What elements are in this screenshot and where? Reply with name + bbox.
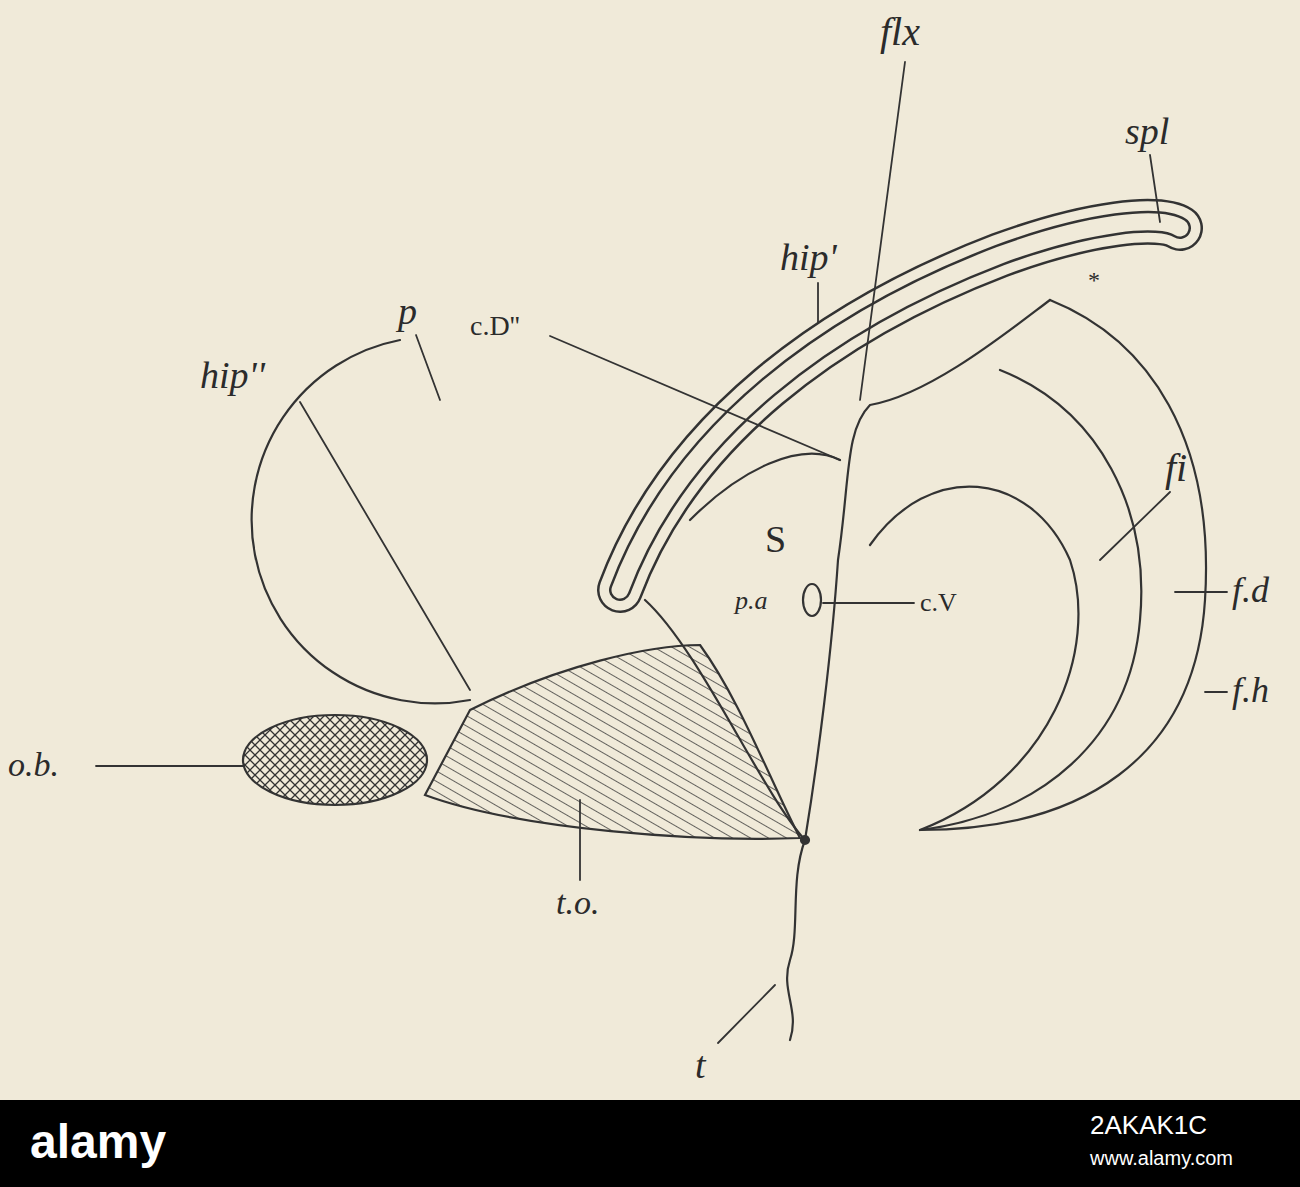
septum-label: S bbox=[765, 520, 786, 558]
bulb-label: o.b. bbox=[8, 748, 59, 782]
fimbria-label: fi bbox=[1165, 448, 1187, 488]
fascia-outline bbox=[920, 300, 1206, 830]
commissure-label: c.V bbox=[920, 590, 957, 616]
watermark: 2AKAK1C bbox=[1090, 1112, 1207, 1138]
terminalis-label: t bbox=[695, 1046, 706, 1084]
arch-band bbox=[620, 222, 1180, 590]
arch-band bbox=[620, 222, 1180, 590]
commissure-label: c.D'' bbox=[470, 312, 520, 340]
watermark: www.alamy.com bbox=[1090, 1148, 1233, 1168]
hippocampus-label: hip' bbox=[780, 238, 837, 276]
watermark-bar bbox=[0, 1100, 1300, 1187]
arch-band bbox=[620, 222, 1180, 590]
tuberculum-olfactorium bbox=[425, 645, 800, 839]
splenium-label: spl bbox=[1125, 112, 1169, 150]
fascia-label: f.d bbox=[1232, 572, 1269, 608]
septum-outline bbox=[690, 454, 840, 520]
flexure-label: flx bbox=[880, 12, 920, 52]
fissure-label: f.h bbox=[1232, 672, 1269, 708]
lamina-terminalis bbox=[787, 840, 805, 1040]
flexure-outline bbox=[838, 300, 1050, 560]
olfactory-bulb bbox=[243, 715, 427, 805]
fascia-outline bbox=[920, 370, 1141, 830]
area-label: p.a bbox=[735, 588, 768, 614]
hippocampus-label: hip'' bbox=[200, 356, 265, 394]
leader-lines bbox=[96, 62, 1227, 1043]
tip-dot bbox=[801, 836, 809, 844]
arch-band bbox=[620, 222, 1180, 590]
commissure-ellipse bbox=[803, 584, 821, 616]
watermark: alamy bbox=[30, 1118, 166, 1166]
tuberculum-label: t.o. bbox=[556, 886, 599, 920]
asterisk-mark: * bbox=[1088, 268, 1100, 292]
fascia-outline bbox=[870, 487, 1078, 830]
pallium-label: p bbox=[398, 292, 417, 330]
